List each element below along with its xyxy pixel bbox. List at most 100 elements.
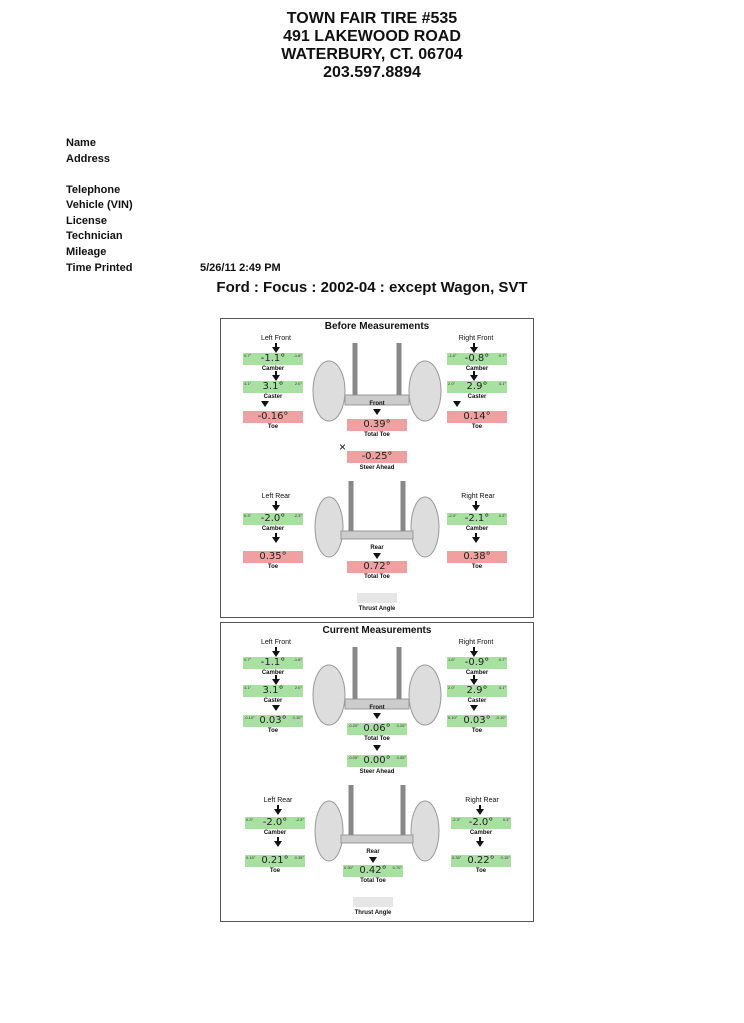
camber-caption: Camber [261, 670, 285, 676]
lr-camber-value: -2.0° [262, 817, 288, 828]
vehicle-vin-label: Vehicle (VIN) [66, 199, 133, 211]
rear-total-toe-box: 0.72° [347, 561, 407, 573]
toe-caption: Toe [471, 424, 483, 430]
down-arrow-icon [373, 553, 381, 559]
rear-caption: Rear [370, 545, 384, 551]
address-label: Address [66, 153, 111, 165]
down-arrow-icon [470, 705, 478, 711]
camber-caption: Camber [469, 830, 493, 836]
rear-total-toe-value: 0.72° [363, 561, 391, 572]
down-arrow-icon [472, 505, 480, 511]
steer-ahead-box: -0.25° [347, 451, 407, 463]
lf-caster-box: 4.1°2.0° 3.1° [243, 685, 303, 697]
lf-caster-value: 3.1° [262, 381, 284, 392]
steer-ahead-value: 0.00° [363, 755, 391, 766]
left-rear-label: Left Rear [261, 493, 291, 500]
rf-caster-value: 2.9° [466, 381, 488, 392]
lf-toe-box: -0.10°0.10° 0.03° [243, 715, 303, 727]
rear-suspension-illustration [314, 785, 440, 862]
telephone-label: Telephone [66, 184, 121, 196]
camber-caption: Camber [465, 526, 489, 532]
rear-caption: Rear [366, 849, 380, 855]
rr-toe-box: 0.35°0.15° 0.22° [451, 855, 511, 867]
front-total-toe-value: 0.06° [363, 723, 391, 734]
right-front-label: Right Front [458, 335, 494, 342]
rear-total-toe-box: 0.30°0.70° 0.42° [343, 865, 403, 877]
front-total-toe-box: 0.39° [347, 419, 407, 431]
down-arrow-icon [369, 857, 377, 863]
lr-toe-box: 0.15°0.35° 0.21° [245, 855, 305, 867]
down-arrow-icon [476, 841, 484, 847]
steer-ahead-caption: Steer Ahead [359, 465, 395, 471]
lr-toe-value: 0.21° [261, 855, 289, 866]
front-total-toe-value: 0.39° [363, 419, 391, 430]
toe-caption: Toe [267, 728, 279, 734]
lf-camber-box: 0.7°-1.6° -1.1° [243, 657, 303, 669]
shop-phone: 203.597.8894 [323, 64, 421, 81]
panel-title: Current Measurements [322, 625, 432, 636]
camber-caption: Camber [465, 670, 489, 676]
caster-caption: Caster [467, 698, 487, 704]
down-arrow-icon [470, 651, 478, 657]
shop-city: WATERBURY, CT. 06704 [281, 46, 463, 63]
close-icon: × [339, 440, 347, 454]
current-measurements-panel: Current Measurements Left Front 0.7°-1.6… [220, 622, 534, 922]
camber-caption: Camber [465, 366, 489, 372]
rf-camber-box: -1.6°0.7° -0.8° [447, 353, 507, 365]
down-arrow-icon [476, 809, 484, 815]
toe-caption: Toe [267, 564, 279, 570]
technician-label: Technician [66, 230, 123, 242]
rf-caster-box: 2.0°4.1° 2.9° [447, 381, 507, 393]
steer-ahead-value: -0.25° [361, 451, 393, 462]
down-arrow-icon [373, 745, 381, 751]
down-arrow-icon [373, 409, 381, 415]
rf-toe-box: 0.10°-0.10° 0.03° [447, 715, 507, 727]
down-arrow-icon [274, 809, 282, 815]
down-arrow-icon [472, 537, 480, 543]
rf-caster-value: 2.9° [466, 685, 488, 696]
rear-suspension-illustration [314, 481, 440, 558]
caster-caption: Caster [467, 394, 487, 400]
lf-caster-box: 4.1°2.0° 3.1° [243, 381, 303, 393]
total-toe-caption: Total Toe [364, 432, 390, 438]
right-front-label: Right Front [458, 639, 494, 646]
right-rear-label: Right Rear [465, 797, 499, 804]
camber-caption: Camber [261, 366, 285, 372]
rr-toe-value: 0.38° [463, 551, 491, 562]
lr-toe-box: 0.35° [243, 551, 303, 563]
total-toe-caption: Total Toe [360, 878, 386, 884]
left-front-label: Left Front [261, 639, 291, 646]
rf-camber-box: 1.6°0.7° -0.9° [447, 657, 507, 669]
front-caption: Front [369, 705, 385, 711]
rr-camber-box: -2.3°0.3° -2.1° [447, 513, 507, 525]
camber-caption: Camber [263, 830, 287, 836]
rf-toe-value: 0.03° [463, 715, 491, 726]
lr-camber-box: 0.3°-2.3° -2.0° [243, 513, 303, 525]
steer-ahead-caption: Steer Ahead [359, 769, 395, 775]
lf-toe-value: 0.03° [259, 715, 287, 726]
license-label: License [66, 215, 107, 227]
rf-camber-value: -0.8° [464, 353, 490, 364]
down-arrow-icon [272, 347, 280, 353]
down-arrow-icon [272, 651, 280, 657]
front-suspension-illustration [312, 647, 442, 726]
toe-caption: Toe [471, 564, 483, 570]
name-label: Name [66, 137, 96, 149]
left-front-label: Left Front [261, 335, 291, 342]
caster-caption: Caster [263, 394, 283, 400]
down-arrow-icon [261, 401, 269, 407]
rf-camber-value: -0.9° [464, 657, 490, 668]
rf-toe-box: 0.14° [447, 411, 507, 423]
thrust-angle-box [357, 593, 397, 603]
left-rear-label: Left Rear [263, 797, 293, 804]
down-arrow-icon [470, 347, 478, 353]
vehicle-description: Ford : Focus : 2002-04 : except Wagon, S… [216, 279, 528, 296]
rf-toe-value: 0.14° [463, 411, 491, 422]
lr-camber-value: -2.0° [260, 513, 286, 524]
thrust-angle-box [353, 897, 393, 907]
panel-title: Before Measurements [324, 321, 430, 332]
rf-caster-box: 2.0°4.1° 2.9° [447, 685, 507, 697]
thrust-angle-caption: Thrust Angle [358, 606, 396, 612]
lf-camber-box: 0.7°-1.6° -1.1° [243, 353, 303, 365]
total-toe-caption: Total Toe [364, 736, 390, 742]
